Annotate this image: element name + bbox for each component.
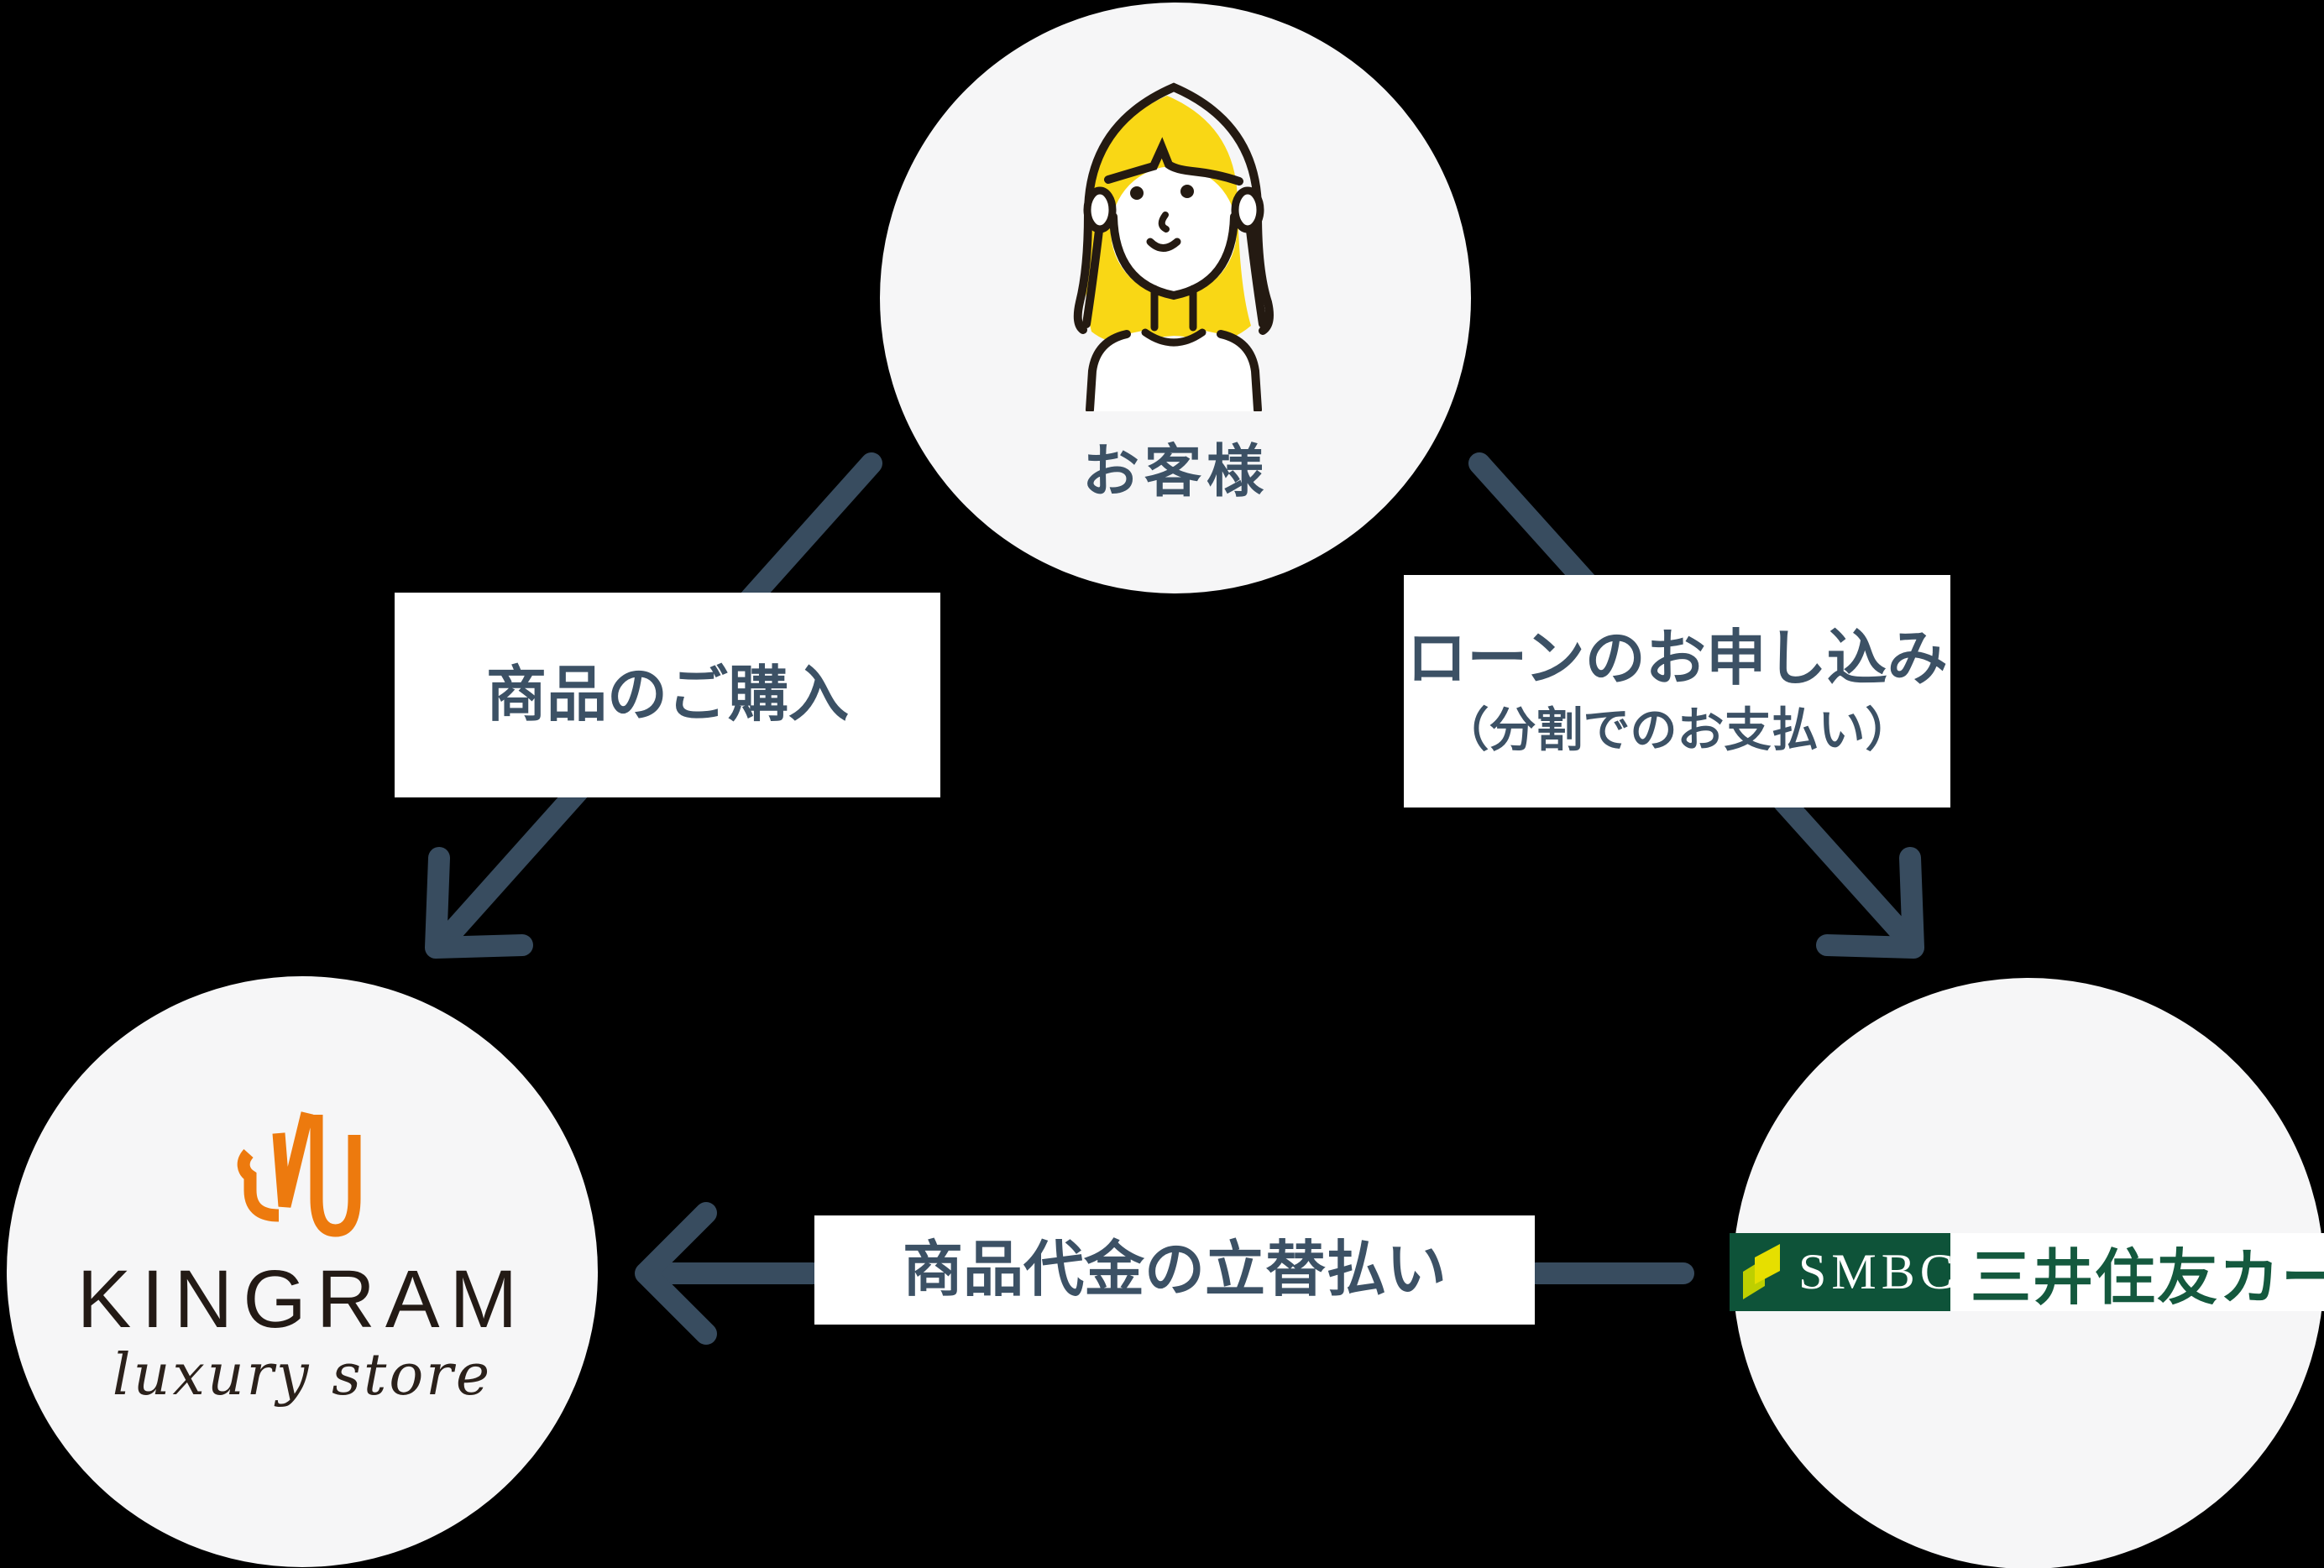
edge-label-loan: ローンのお申し込み （分割でのお支払い） — [1404, 575, 1950, 808]
edge-label-purchase-text: 商品のご購入 — [485, 661, 849, 729]
customer-avatar-icon — [1073, 82, 1274, 411]
kingram-mark-icon — [237, 1111, 361, 1237]
customer-label: お客様 — [1081, 440, 1269, 504]
edge-label-loan-text: ローンのお申し込み — [1406, 625, 1948, 693]
kingram-node-circle — [7, 976, 598, 1567]
arrowhead-down-right-icon — [1816, 847, 1924, 959]
smbc-brand-name: 三井住友カード — [1971, 1245, 2324, 1311]
smbc-white-box: 三井住友カード — [1950, 1233, 2324, 1311]
kingram-tagline: luxury store — [112, 1342, 493, 1409]
edge-label-purchase: 商品のご購入 — [395, 593, 940, 797]
kingram-wordmark: KINGRAM — [76, 1253, 528, 1345]
arrowhead-down-left-icon — [425, 847, 533, 959]
smbc-acronym: SMBC — [1798, 1244, 1959, 1299]
smbc-green-box: SMBC — [1730, 1233, 1954, 1311]
edge-label-loan-subtext: （分割でのお支払い） — [1442, 703, 1913, 757]
edge-label-reimbursement-text: 商品代金の立替払い — [902, 1236, 1447, 1304]
smbc-rising-mark-icon — [1743, 1244, 1780, 1299]
edge-label-reimbursement: 商品代金の立替払い — [814, 1215, 1535, 1325]
smbc-logo-band: SMBC 三井住友カード — [1730, 1233, 2324, 1311]
arrowhead-left-icon — [635, 1202, 717, 1345]
